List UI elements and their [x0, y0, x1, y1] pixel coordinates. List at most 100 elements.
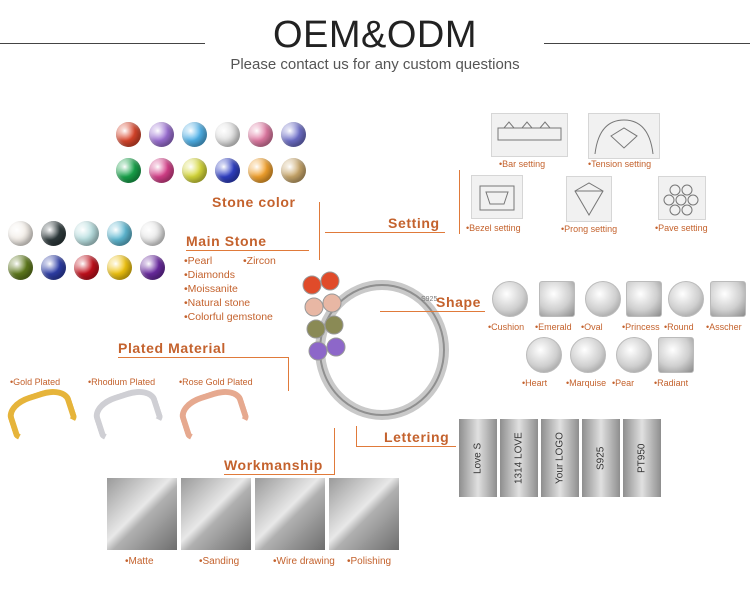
ring-stone — [322, 293, 342, 313]
workmanship-name: •Matte — [125, 556, 154, 567]
setting-underline — [325, 232, 445, 233]
bar-setting-icon — [491, 113, 568, 157]
shape-gem-icon — [570, 337, 606, 373]
stone-color-swatch — [116, 122, 141, 147]
shape-name: •Asscher — [706, 322, 742, 332]
stone-color-swatch — [215, 158, 240, 183]
lettering-sample: 1314 LOVE — [500, 419, 538, 497]
shape-grid: •Cushion •Emerald •Oval •Princess •Round •Ass… — [488, 281, 746, 393]
title-divider-right — [544, 43, 750, 44]
ring-svg — [302, 271, 449, 420]
ring-stone — [304, 297, 324, 317]
main-stone-swatch — [41, 255, 66, 280]
shape-name: •Emerald — [535, 322, 572, 332]
shape-label: Shape — [436, 294, 482, 310]
ring-image — [272, 255, 452, 435]
title-divider-left — [0, 43, 205, 44]
shape-name: •Cushion — [488, 322, 525, 332]
shape-name: •Oval — [581, 322, 603, 332]
main-stone-swatch — [140, 255, 165, 280]
shape-gem-icon — [710, 281, 746, 317]
workmanship-pointer — [334, 428, 335, 475]
ring-stone — [308, 341, 328, 361]
shape-gem-icon — [616, 337, 652, 373]
shape-name: •Marquise — [566, 378, 607, 388]
stone-color-pointer — [319, 202, 320, 260]
bezel-setting-icon — [471, 175, 523, 219]
workmanship-underline — [224, 474, 334, 475]
lettering-sample: PT950 — [623, 419, 661, 497]
plated-material-label: Plated Material — [118, 340, 226, 356]
stone-color-swatch — [248, 158, 273, 183]
workmanship-photo — [107, 478, 177, 550]
shape-gem-icon — [585, 281, 621, 317]
main-stone-underline — [186, 250, 309, 251]
shape-underline — [380, 311, 485, 312]
page-title: OEM&ODM — [272, 14, 478, 56]
setting-pointer — [459, 170, 460, 234]
setting-name: •Bar setting — [499, 159, 546, 169]
shape-gem-icon — [668, 281, 704, 317]
stone-color-swatch — [116, 158, 141, 183]
main-stone-swatch — [140, 221, 165, 246]
stone-color-label: Stone color — [212, 194, 296, 210]
lettering-underline — [356, 446, 456, 447]
lettering-sample: S925 — [582, 419, 620, 497]
workmanship-name: •Polishing — [347, 556, 392, 567]
workmanship-row: •Matte•Sanding•Wire drawing•Polishing — [107, 478, 401, 574]
shape-gem-icon — [539, 281, 575, 317]
ring-marking: S925 — [421, 296, 438, 303]
tension-setting-icon — [588, 113, 660, 159]
ring-stone — [306, 319, 326, 339]
lettering-sample: Love S — [459, 419, 497, 497]
shape-gem-icon — [658, 337, 694, 373]
lettering-pointer — [356, 426, 357, 446]
main-stone-swatch — [74, 221, 99, 246]
main-stone-item: •Natural stone — [184, 297, 251, 309]
shape-name: •Radiant — [654, 378, 689, 388]
setting-name: •Bezel setting — [466, 223, 521, 233]
plated-rings — [3, 382, 258, 444]
workmanship-photo — [255, 478, 325, 550]
main-stone-swatch — [74, 255, 99, 280]
main-stone-item: •Pearl — [184, 255, 213, 267]
main-stone-swatch — [107, 221, 132, 246]
shape-name: •Heart — [522, 378, 548, 388]
ring-stone — [320, 271, 340, 291]
shape-gem-icon — [626, 281, 662, 317]
main-stone-item: •Moissanite — [184, 283, 238, 295]
shape-gem-icon — [492, 281, 528, 317]
main-stone-swatch — [107, 255, 132, 280]
setting-name: •Tension setting — [588, 159, 652, 169]
main-stone-swatch — [41, 221, 66, 246]
ring-stone — [302, 275, 322, 295]
prong-setting-icon — [566, 176, 612, 222]
main-stone-item: •Diamonds — [184, 269, 235, 281]
page-subtitle: Please contact us for any custom questio… — [230, 56, 520, 73]
setting-label: Setting — [388, 215, 440, 231]
shape-gem-icon — [526, 337, 562, 373]
stone-color-swatch — [149, 122, 174, 147]
main-stone-swatch — [8, 255, 33, 280]
shape-name: •Princess — [622, 322, 660, 332]
plated-ring-image — [175, 382, 251, 444]
main-stone-item: •Colorful gemstone — [184, 311, 273, 323]
stone-color-swatch — [215, 122, 240, 147]
plated-material-underline — [118, 357, 288, 358]
pave-setting-icon — [658, 176, 706, 220]
shape-name: •Round — [664, 322, 694, 332]
plated-material-pointer — [288, 357, 289, 391]
workmanship-name: •Sanding — [199, 556, 240, 567]
stone-color-swatch — [182, 122, 207, 147]
main-stone-swatches — [8, 221, 165, 280]
plated-name: •Rhodium Plated — [88, 377, 156, 387]
stone-color-swatch — [149, 158, 174, 183]
lettering-label: Lettering — [384, 429, 450, 445]
lettering-sample: Your LOGO — [541, 419, 579, 497]
stone-color-grid — [116, 122, 306, 183]
stone-color-swatch — [248, 122, 273, 147]
setting-name: •Prong setting — [561, 224, 618, 234]
workmanship-label: Workmanship — [224, 457, 323, 473]
plated-name: •Rose Gold Plated — [179, 377, 253, 387]
